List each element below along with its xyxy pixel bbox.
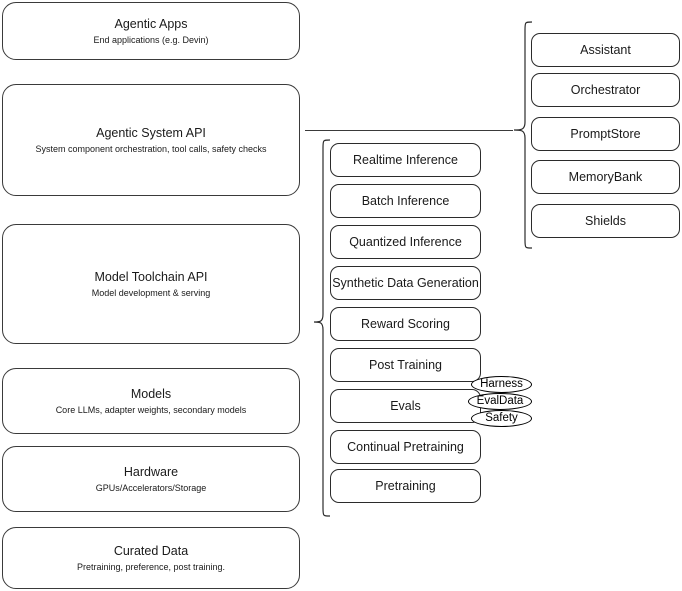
layer-subtitle: Core LLMs, adapter weights, secondary mo… xyxy=(55,404,247,415)
component-promptstore[interactable]: PromptStore xyxy=(531,117,680,151)
capability-batch-inference[interactable]: Batch Inference xyxy=(330,184,481,218)
layer-subtitle: Pretraining, preference, post training. xyxy=(76,561,226,572)
capability-pretraining[interactable]: Pretraining xyxy=(330,469,481,503)
capability-label: Pretraining xyxy=(375,479,436,493)
layer-subtitle: Model development & serving xyxy=(91,287,211,298)
layer-subtitle: GPUs/Accelerators/Storage xyxy=(95,482,207,493)
component-label: MemoryBank xyxy=(568,170,643,184)
evals-tag-label: EvalData xyxy=(476,394,524,407)
layer-curated-data[interactable]: Curated Data Pretraining, preference, po… xyxy=(2,527,300,589)
component-orchestrator[interactable]: Orchestrator xyxy=(531,73,680,107)
evals-tag-label: Harness xyxy=(480,377,523,390)
evals-tag-harness[interactable]: Harness xyxy=(471,376,532,393)
layer-agentic-apps[interactable]: Agentic Apps End applications (e.g. Devi… xyxy=(2,2,300,60)
component-label: Shields xyxy=(585,214,626,228)
brace-agentic-system xyxy=(513,21,533,249)
capability-label: Post Training xyxy=(369,358,442,372)
capability-label: Realtime Inference xyxy=(353,153,458,167)
component-label: Assistant xyxy=(580,43,631,57)
layer-subtitle: End applications (e.g. Devin) xyxy=(93,34,209,45)
evals-tag-label: Safety xyxy=(485,411,518,424)
capability-label: Batch Inference xyxy=(361,194,450,208)
layer-agentic-system-api[interactable]: Agentic System API System component orch… xyxy=(2,84,300,196)
layer-title: Model Toolchain API xyxy=(94,269,208,284)
component-label: Orchestrator xyxy=(570,83,641,97)
connector-system-api-to-components xyxy=(305,130,513,131)
capability-quantized-inference[interactable]: Quantized Inference xyxy=(330,225,481,259)
layer-model-toolchain-api[interactable]: Model Toolchain API Model development & … xyxy=(2,224,300,344)
layer-title: Hardware xyxy=(123,464,179,479)
component-memorybank[interactable]: MemoryBank xyxy=(531,160,680,194)
capability-continual-pretraining[interactable]: Continual Pretraining xyxy=(330,430,481,464)
capability-label: Synthetic Data Generation xyxy=(332,276,479,290)
layer-models[interactable]: Models Core LLMs, adapter weights, secon… xyxy=(2,368,300,434)
layer-subtitle: System component orchestration, tool cal… xyxy=(35,143,267,154)
component-label: PromptStore xyxy=(570,127,641,141)
layer-title: Agentic Apps xyxy=(114,16,188,31)
capability-label: Evals xyxy=(390,399,421,413)
layer-title: Curated Data xyxy=(113,543,189,558)
brace-model-toolchain xyxy=(313,139,331,517)
capability-synthetic-data-generation[interactable]: Synthetic Data Generation xyxy=(330,266,481,300)
layer-hardware[interactable]: Hardware GPUs/Accelerators/Storage xyxy=(2,446,300,512)
capability-reward-scoring[interactable]: Reward Scoring xyxy=(330,307,481,341)
capability-label: Continual Pretraining xyxy=(347,440,464,454)
layer-title: Agentic System API xyxy=(96,125,206,140)
capability-evals[interactable]: Evals xyxy=(330,389,481,423)
capability-post-training[interactable]: Post Training xyxy=(330,348,481,382)
component-shields[interactable]: Shields xyxy=(531,204,680,238)
capability-label: Reward Scoring xyxy=(361,317,450,331)
layer-title: Models xyxy=(130,386,172,401)
evals-tag-evaldata[interactable]: EvalData xyxy=(468,393,532,410)
component-assistant[interactable]: Assistant xyxy=(531,33,680,67)
capability-realtime-inference[interactable]: Realtime Inference xyxy=(330,143,481,177)
capability-label: Quantized Inference xyxy=(349,235,462,249)
evals-tag-safety[interactable]: Safety xyxy=(471,410,532,427)
